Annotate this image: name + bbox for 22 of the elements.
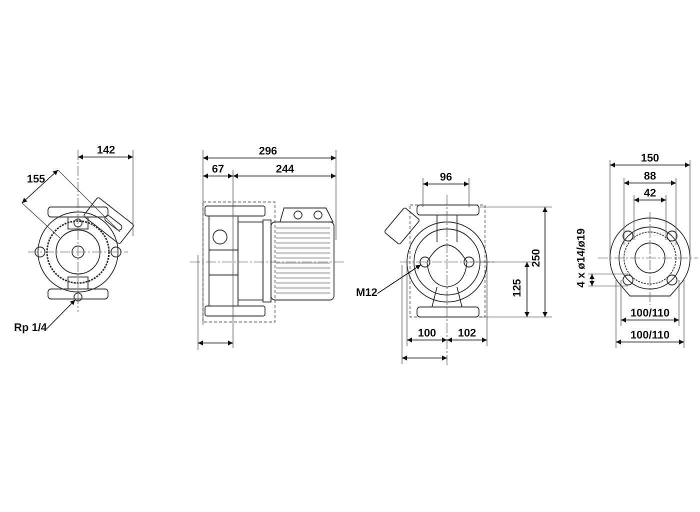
dimension-label: 100/110: [630, 330, 670, 342]
leader-line: [46, 299, 76, 329]
callout-label: M12: [356, 287, 378, 300]
dimension-label: 88: [644, 170, 656, 184]
leader-line: [377, 264, 422, 294]
dimension-label: 125: [512, 278, 524, 298]
dimension-label: 96: [440, 172, 452, 184]
dimension-label: 155: [26, 174, 46, 186]
dimension-label: 150: [640, 152, 660, 166]
dimension-label: 4 x ø14/ø19: [576, 228, 588, 288]
dimension-label: 100: [418, 328, 436, 340]
dimension-label: 244: [276, 164, 294, 176]
bolt-hole: [420, 256, 430, 268]
dimension-label: 142: [96, 144, 116, 158]
dimension-label: 102: [458, 328, 476, 340]
dimension-label: 42: [644, 188, 656, 200]
plug-hole: [74, 292, 82, 302]
dimension-label: 296: [258, 146, 278, 158]
dimension-label: 67: [212, 164, 224, 176]
callout-label: Rp 1/4: [14, 322, 48, 335]
dimension-label: 250: [530, 248, 544, 268]
dimension-label: 100/110: [630, 308, 670, 320]
